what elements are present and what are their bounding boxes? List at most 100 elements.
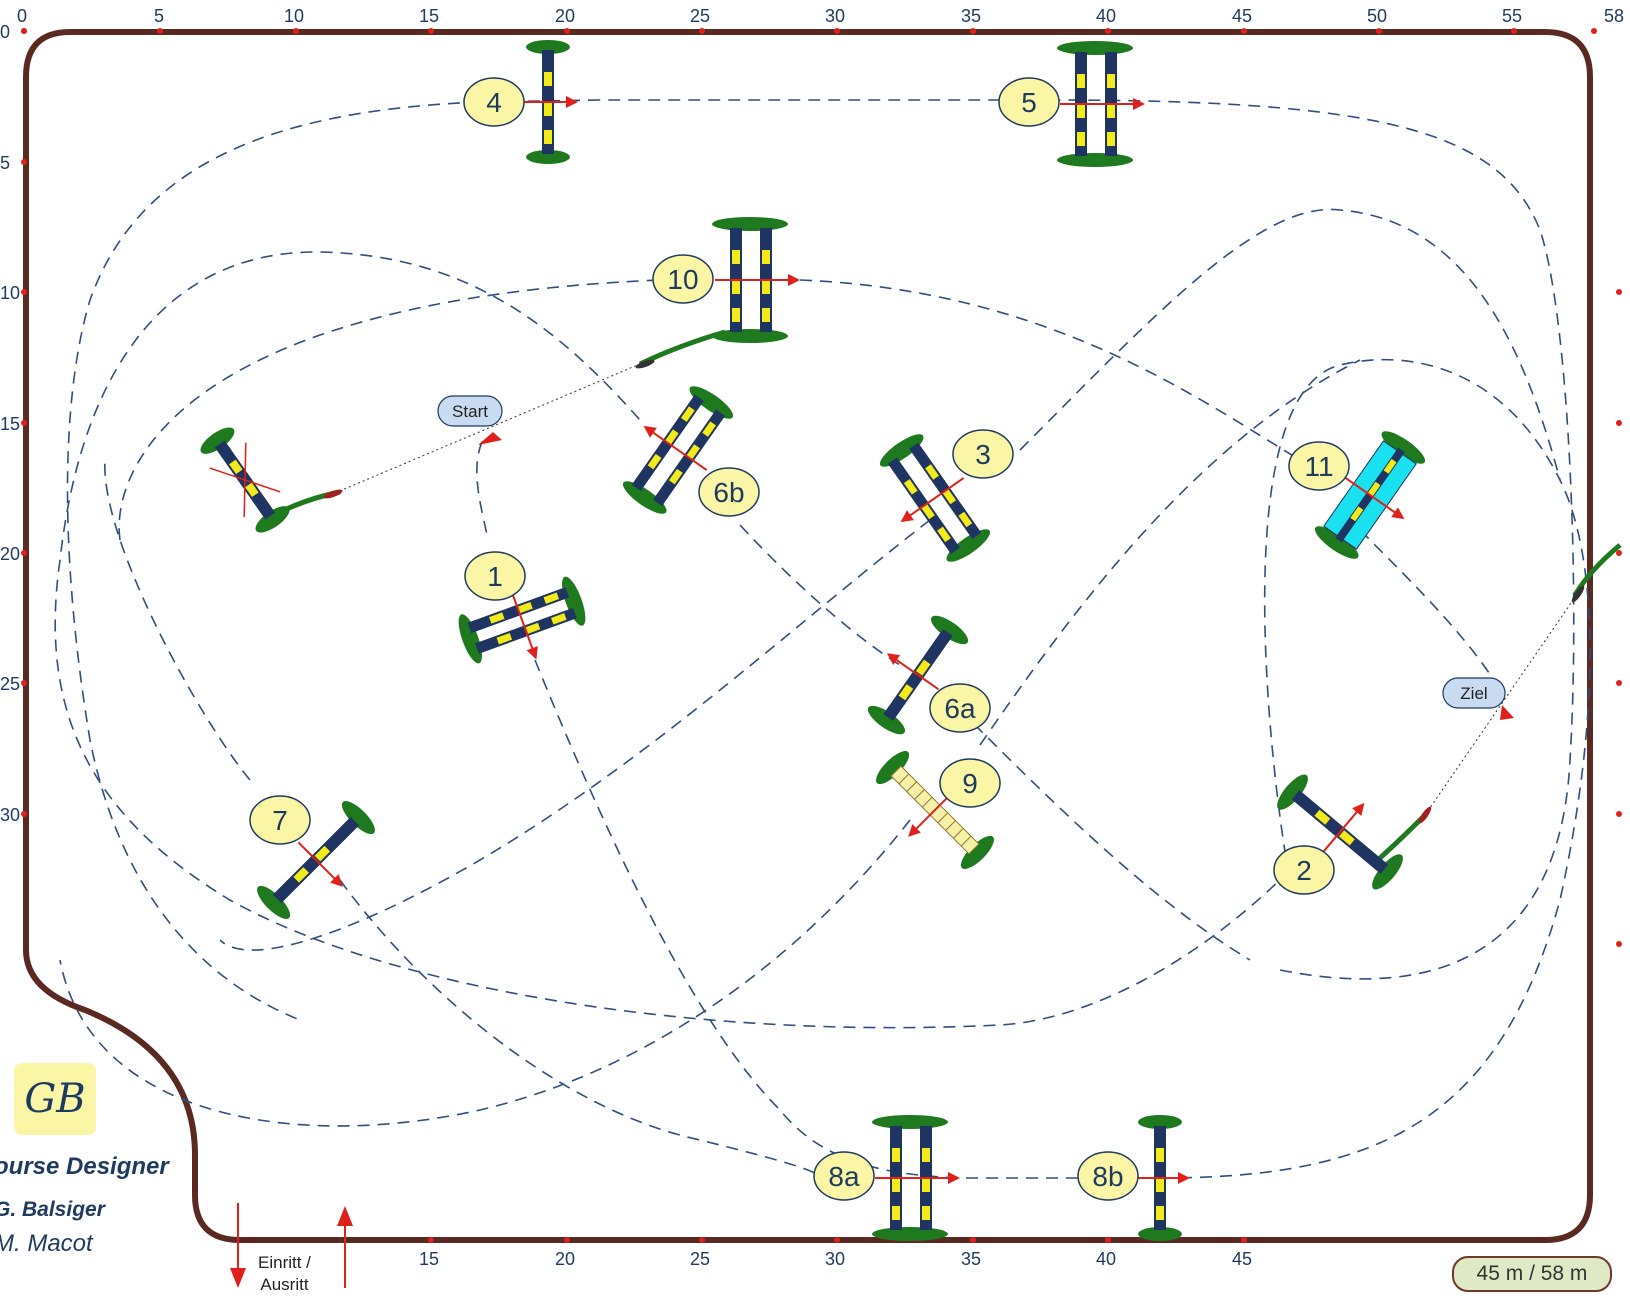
svg-text:58: 58 [1604, 6, 1624, 26]
jump-10 [712, 217, 800, 343]
start-line [334, 363, 641, 494]
svg-text:20: 20 [0, 544, 20, 564]
scale-tick: 25 [690, 1237, 710, 1269]
scale-tick: 40 [1096, 6, 1116, 34]
svg-text:9: 9 [962, 768, 978, 799]
jump-5 [1057, 41, 1145, 167]
svg-text:35: 35 [961, 1249, 981, 1269]
svg-text:25: 25 [0, 674, 20, 694]
jump-number-4: 4 [463, 77, 525, 127]
scale-tick: 20 [0, 544, 27, 564]
svg-text:15: 15 [419, 6, 439, 26]
svg-text:30: 30 [0, 805, 20, 825]
svg-text:10: 10 [284, 6, 304, 26]
svg-text:11: 11 [1304, 451, 1333, 482]
jump-2 [1277, 774, 1403, 890]
jump-number-2: 2 [1273, 845, 1335, 895]
jump-6a [867, 615, 969, 735]
finish-flag-top [1571, 543, 1622, 603]
jump-number-3: 3 [952, 429, 1014, 479]
start-jump [200, 427, 290, 533]
jump-number-10: 10 [652, 254, 714, 304]
scale-tick: 15 [419, 6, 439, 34]
jump-6b [622, 386, 734, 514]
jump-4 [523, 40, 578, 164]
jump-7 [257, 801, 375, 919]
jump-number-8b: 8b [1077, 1151, 1139, 1201]
finish-flag-bottom [1378, 806, 1432, 860]
finish-direction-arrow [1500, 705, 1514, 720]
finish-line [1424, 589, 1581, 816]
svg-text:0: 0 [0, 22, 10, 42]
scale-tick: 15 [419, 1237, 439, 1269]
scale-tick: 30 [825, 1237, 845, 1269]
svg-text:Start: Start [452, 402, 488, 421]
svg-text:15: 15 [0, 414, 20, 434]
logo: GB [14, 1063, 96, 1135]
right-scale [1616, 289, 1622, 947]
svg-text:2: 2 [1296, 855, 1312, 886]
jump-8a [872, 1115, 960, 1241]
jump-number-7: 7 [249, 795, 311, 845]
svg-text:6a: 6a [944, 693, 976, 724]
scale-tick: 10 [0, 283, 27, 303]
svg-text:30: 30 [825, 6, 845, 26]
svg-text:8a: 8a [828, 1161, 860, 1192]
svg-text:6b: 6b [713, 477, 744, 508]
svg-text:20: 20 [555, 6, 575, 26]
scale-tick: 30 [0, 805, 27, 825]
jump-11 [1314, 431, 1426, 559]
exit-arrow [230, 1203, 246, 1288]
scale-tick: 5 [154, 6, 164, 34]
svg-text:5: 5 [1021, 87, 1037, 118]
svg-text:50: 50 [1367, 6, 1387, 26]
svg-text:45: 45 [1232, 1249, 1252, 1269]
jump-number-6b: 6b [698, 467, 760, 517]
jump-number-1: 1 [464, 551, 526, 601]
jump-number-6a: 6a [929, 683, 991, 733]
svg-text:25: 25 [690, 6, 710, 26]
scale-tick: 45 [1232, 1237, 1252, 1269]
svg-text:35: 35 [961, 6, 981, 26]
credit-title: ourse Designer [0, 1153, 169, 1180]
jump-9 [876, 751, 994, 869]
arena-border [23, 29, 1593, 1243]
course-route [54, 99, 1591, 1179]
jump-1 [458, 576, 586, 664]
bottom-scale: 15 20 25 30 35 40 45 [419, 1237, 1252, 1269]
jump-8b [1135, 1115, 1190, 1241]
svg-text:Ziel: Ziel [1460, 684, 1487, 703]
svg-text:7: 7 [272, 805, 288, 836]
scale-tick: 5 [0, 153, 27, 173]
jump-3 [879, 434, 991, 562]
scale-tick: 35 [961, 6, 981, 34]
svg-text:10: 10 [0, 283, 20, 303]
jump-number-9: 9 [939, 758, 1001, 808]
scale-tick: 45 [1232, 6, 1252, 34]
svg-text:0: 0 [17, 6, 27, 26]
scale-tick: 25 [690, 6, 710, 34]
svg-text:1: 1 [487, 561, 503, 592]
scale-tick: 40 [1096, 1237, 1116, 1269]
svg-text:5: 5 [154, 6, 164, 26]
entry-arrow [337, 1206, 353, 1288]
start-flag-right [635, 329, 726, 369]
scale-tick: 25 [0, 674, 27, 694]
scale-tick: 58 [1591, 6, 1624, 34]
svg-text:40: 40 [1096, 1249, 1116, 1269]
credit-author-2: M. Macot [0, 1230, 93, 1257]
scale-tick: 20 [555, 6, 575, 34]
entry-exit-line2: Ausritt [260, 1275, 309, 1294]
scale-tick: 35 [961, 1237, 981, 1269]
scale-tick: 50 [1367, 6, 1387, 34]
scale-tick: 20 [555, 1237, 575, 1269]
svg-text:10: 10 [667, 264, 698, 295]
arena-size-badge: 45 m / 58 m [1452, 1256, 1612, 1292]
start-direction-arrow [478, 432, 502, 445]
svg-text:30: 30 [825, 1249, 845, 1269]
scale-tick: 30 [825, 6, 845, 34]
scale-tick: 10 [284, 6, 304, 34]
jump-number-8a: 8a [813, 1151, 875, 1201]
svg-text:20: 20 [555, 1249, 575, 1269]
